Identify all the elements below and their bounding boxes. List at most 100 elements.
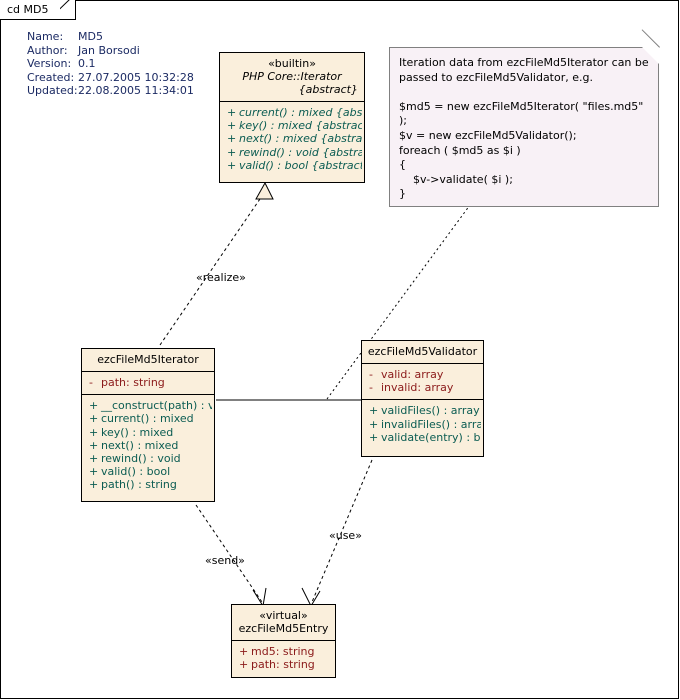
operation-signature: next() : mixed {abstract}: [239, 132, 362, 146]
operation-signature: valid() : bool: [101, 465, 171, 479]
visibility-marker: +: [89, 399, 99, 413]
operation-row: +key() : mixed {abstract}: [222, 119, 362, 132]
operation-row: +path() : string: [84, 478, 212, 491]
visibility-marker: +: [89, 452, 99, 466]
attributes-compartment: -valid: array -invalid: array: [362, 364, 483, 399]
visibility-marker: -: [89, 376, 93, 389]
operation-row: +key() : mixed: [84, 426, 212, 439]
visibility-marker: +: [239, 658, 249, 672]
class-header-ezcfilemd5entry: «virtual» ezcFileMd5Entry: [232, 605, 335, 640]
attribute-row: -valid: array: [364, 368, 481, 381]
class-separator: [362, 363, 483, 364]
class-header-ezcfilemd5iterator: ezcFileMd5Iterator: [82, 349, 214, 371]
operation-row: +validate(entry) : bool: [364, 431, 481, 444]
class-name: ezcFileMd5Iterator: [97, 353, 199, 366]
class-header-ezcfilemd5validator: ezcFileMd5Validator: [362, 341, 483, 363]
class-box-ezcfilemd5entry[interactable]: «virtual» ezcFileMd5Entry +md5: string +…: [231, 604, 340, 682]
class-stereotype: «builtin»: [268, 57, 316, 70]
operation-row: +next() : mixed {abstract}: [222, 132, 362, 145]
metadata-row: Version: 0.1: [27, 57, 194, 71]
class-name: PHP Core::Iterator: [242, 70, 342, 83]
visibility-marker: +: [239, 645, 249, 658]
operation-row: +__construct(path) : void: [84, 399, 212, 412]
attribute-row: +path: string: [234, 658, 333, 671]
class-separator: [82, 394, 214, 396]
operation-signature: valid() : bool {abstract}: [239, 158, 362, 172]
class-stereotype: «virtual»: [259, 609, 308, 622]
operation-signature: current() : mixed: [101, 412, 194, 426]
attribute-signature: path: string: [251, 658, 315, 672]
attribute-row: -path: string: [84, 376, 212, 389]
operation-signature: validate(entry) : bool: [381, 430, 481, 444]
class-name: ezcFileMd5Entry: [238, 622, 329, 635]
operation-row: +current() : mixed {abstract}: [222, 106, 362, 119]
attribute-signature: md5: string: [251, 645, 315, 658]
metadata-value: 27.07.2005 10:32:28: [78, 70, 194, 84]
visibility-marker: +: [227, 145, 237, 159]
attribute-row: -invalid: array: [364, 381, 481, 394]
visibility-marker: +: [89, 438, 99, 452]
operation-signature: key() : mixed: [101, 425, 174, 439]
class-separator: [82, 371, 214, 372]
metadata-value: 0.1: [78, 57, 96, 71]
class-box-ezcfilemd5validator[interactable]: ezcFileMd5Validator -valid: array -inval…: [361, 340, 488, 461]
visibility-marker: +: [227, 132, 237, 146]
attribute-row: +md5: string: [234, 645, 333, 658]
class-box-php-core-iterator[interactable]: «builtin» PHP Core::Iterator {abstract} …: [219, 52, 369, 187]
operation-row: +rewind() : void: [84, 452, 212, 465]
attributes-compartment: +md5: string +path: string: [232, 641, 335, 676]
note-box[interactable]: Iteration data from ezcFileMd5Iterator c…: [389, 29, 663, 211]
operation-signature: next() : mixed: [101, 438, 179, 452]
class-separator: [220, 101, 364, 102]
attribute-signature: valid: array: [381, 368, 444, 381]
visibility-marker: +: [89, 478, 99, 492]
operation-row: +invalidFiles() : array: [364, 418, 481, 431]
metadata-value: Jan Borsodi: [78, 43, 140, 57]
class-box-ezcfilemd5iterator[interactable]: ezcFileMd5Iterator -path: string +__cons…: [81, 348, 219, 506]
visibility-marker: -: [369, 368, 373, 381]
visibility-marker: +: [227, 119, 237, 133]
attribute-signature: path: string: [101, 376, 165, 389]
operation-signature: key() : mixed {abstract}: [239, 119, 362, 133]
metadata-key: Created:: [27, 70, 75, 84]
diagram-frame-tab-cut: [60, 0, 81, 21]
operation-row: +validFiles() : array: [364, 404, 481, 417]
operation-row: +rewind() : void {abstract}: [222, 146, 362, 159]
metadata-value: MD5: [78, 30, 103, 43]
operation-signature: current() : mixed {abstract}: [239, 106, 362, 119]
metadata-value: 22.08.2005 11:34:01: [78, 84, 194, 98]
metadata-row: Updated:22.08.2005 11:34:01: [27, 84, 194, 98]
attributes-compartment: -path: string: [82, 372, 214, 394]
connector-label-send: «send»: [205, 554, 245, 567]
connector-label-use: «use»: [329, 529, 362, 542]
visibility-marker: +: [369, 417, 379, 431]
class-separator: [232, 640, 335, 641]
operation-signature: rewind() : void {abstract}: [239, 145, 362, 159]
metadata-row: Author: Jan Borsodi: [27, 44, 194, 58]
visibility-marker: +: [369, 404, 379, 418]
note-text: Iteration data from ezcFileMd5Iterator c…: [399, 56, 649, 201]
diagram-metadata: Name:MD5 Author:Jan Borsodi Version:0.1 …: [27, 30, 194, 98]
connector-label-realize: «realize»: [196, 271, 246, 284]
note-fold-corner-icon: [642, 47, 659, 64]
operation-signature: path() : string: [101, 478, 177, 492]
visibility-marker: +: [369, 430, 379, 444]
visibility-marker: -: [369, 381, 373, 395]
class-header-php-core-iterator: «builtin» PHP Core::Iterator {abstract}: [220, 53, 364, 101]
operation-signature: invalidFiles() : array: [381, 417, 481, 431]
operations-compartment: +validFiles() : array +invalidFiles() : …: [362, 400, 483, 449]
operation-signature: validFiles() : array: [381, 404, 480, 418]
class-separator: [362, 399, 483, 401]
visibility-marker: +: [227, 158, 237, 172]
metadata-key: Version:: [27, 57, 72, 71]
metadata-key: Updated:: [27, 84, 78, 98]
metadata-row: Created:27.07.2005 10:32:28: [27, 71, 194, 85]
operation-row: +valid() : bool: [84, 465, 212, 478]
metadata-key: Author:: [27, 43, 68, 57]
operation-signature: rewind() : void: [101, 452, 181, 466]
visibility-marker: +: [89, 425, 99, 439]
metadata-key: Name:: [27, 30, 64, 43]
attribute-signature: invalid: array: [381, 381, 454, 395]
